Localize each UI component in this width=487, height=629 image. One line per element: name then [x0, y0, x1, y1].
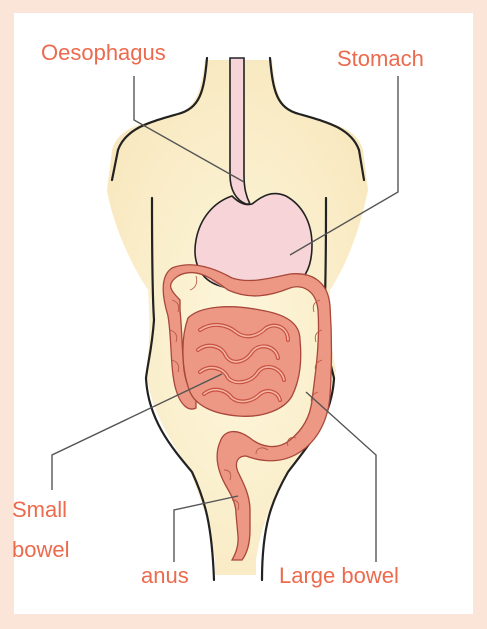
large-bowel-label: Large bowel: [279, 563, 399, 589]
small-bowel-label-line1: Small: [12, 497, 67, 523]
stomach-label: Stomach: [337, 46, 424, 72]
oesophagus-label: Oesophagus: [41, 40, 166, 66]
small-bowel-label-line2: bowel: [12, 537, 69, 563]
small-bowel: [183, 307, 301, 417]
anus-label: anus: [141, 563, 189, 589]
